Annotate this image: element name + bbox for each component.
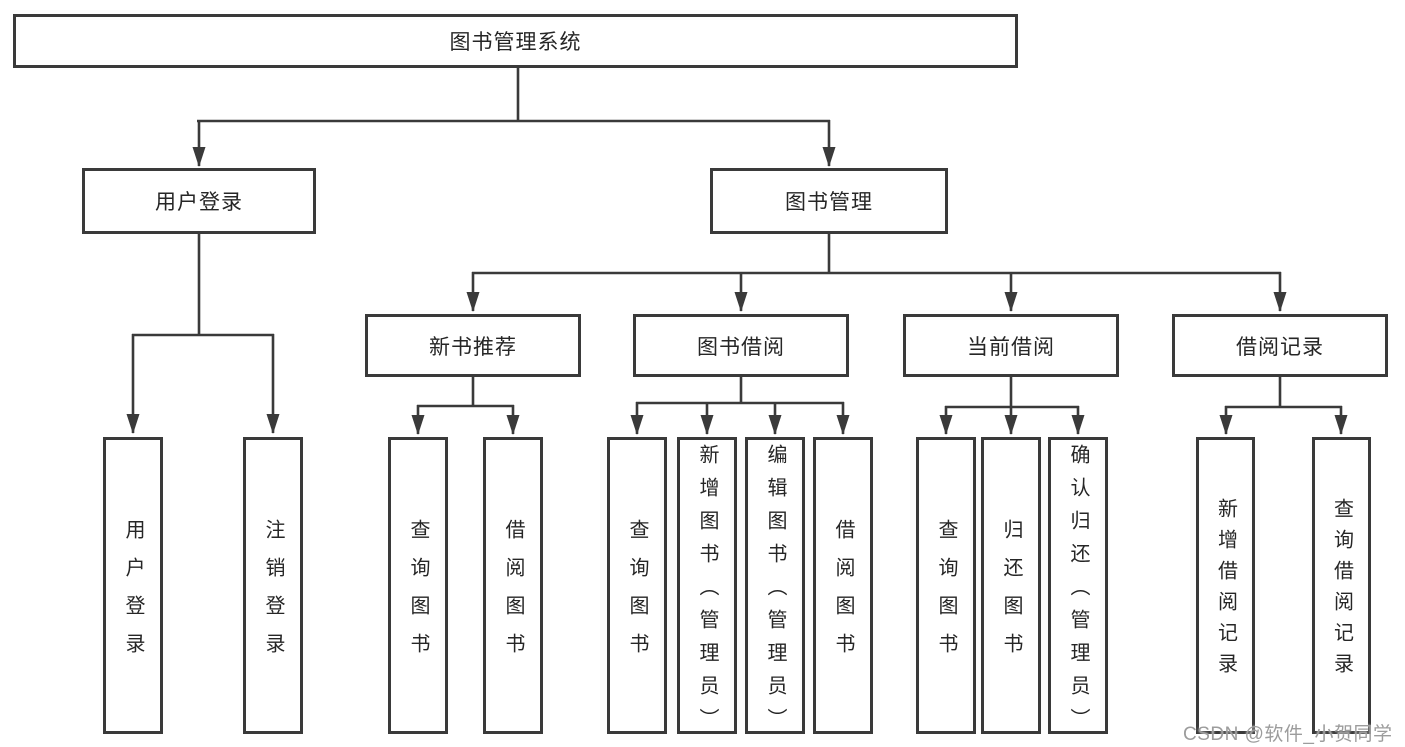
node-current-borrowing-label: 当前借阅	[967, 335, 1055, 359]
leaf-query-borrow-record-label: 查询借阅记录	[1330, 498, 1353, 684]
node-book-management-system-label: 图书管理系统	[449, 31, 582, 54]
leaf-add-book-admin-label: 新增图书（管理员）	[696, 443, 718, 741]
leaf-add-borrow-record-label: 新增借阅记录	[1214, 498, 1237, 684]
leaf-confirm-return-admin: 确认归还（管理员）	[1048, 437, 1108, 741]
leaf-query-borrow-record: 查询借阅记录	[1312, 437, 1371, 734]
node-book-management: 图书管理	[710, 168, 948, 234]
leaf-query-books-current-label: 查询图书	[935, 518, 957, 671]
node-borrow-records-label: 借阅记录	[1236, 335, 1324, 359]
node-user-login-label: 用户登录	[155, 191, 243, 214]
node-current-borrowing: 当前借阅	[903, 314, 1119, 377]
leaf-confirm-return-admin-label: 确认归还（管理员）	[1067, 443, 1089, 741]
node-new-book-recommend: 新书推荐	[365, 314, 581, 377]
leaf-edit-book-admin-label: 编辑图书（管理员）	[764, 443, 786, 741]
leaf-query-books-borrowing-label: 查询图书	[626, 518, 648, 671]
leaf-query-books-borrowing: 查询图书	[607, 437, 667, 734]
leaf-logout-label: 注销登录	[262, 518, 284, 671]
leaf-logout: 注销登录	[243, 437, 303, 734]
node-book-borrowing: 图书借阅	[633, 314, 849, 377]
node-book-borrowing-label: 图书借阅	[697, 335, 785, 359]
leaf-borrow-books-borrowing: 借阅图书	[813, 437, 873, 734]
leaf-query-books-recommend-label: 查询图书	[407, 518, 429, 671]
leaf-add-borrow-record: 新增借阅记录	[1196, 437, 1255, 734]
leaf-return-books: 归还图书	[981, 437, 1041, 734]
leaf-query-books-recommend: 查询图书	[388, 437, 448, 734]
leaf-add-book-admin: 新增图书（管理员）	[677, 437, 737, 741]
node-new-book-recommend-label: 新书推荐	[429, 335, 517, 359]
leaf-borrow-books-recommend-label: 借阅图书	[502, 518, 524, 671]
leaf-edit-book-admin: 编辑图书（管理员）	[745, 437, 805, 741]
node-user-login: 用户登录	[82, 168, 316, 234]
leaf-user-login-label: 用户登录	[122, 518, 144, 671]
leaf-borrow-books-borrowing-label: 借阅图书	[832, 518, 854, 671]
leaf-borrow-books-recommend: 借阅图书	[483, 437, 543, 734]
node-borrow-records: 借阅记录	[1172, 314, 1388, 377]
node-book-management-label: 图书管理	[785, 191, 873, 214]
csdn-watermark: CSDN @软件_小贺同学	[1183, 724, 1393, 745]
leaf-return-books-label: 归还图书	[1000, 518, 1022, 671]
leaf-query-books-current: 查询图书	[916, 437, 976, 734]
node-book-management-system: 图书管理系统	[13, 14, 1018, 68]
leaf-user-login: 用户登录	[103, 437, 163, 734]
